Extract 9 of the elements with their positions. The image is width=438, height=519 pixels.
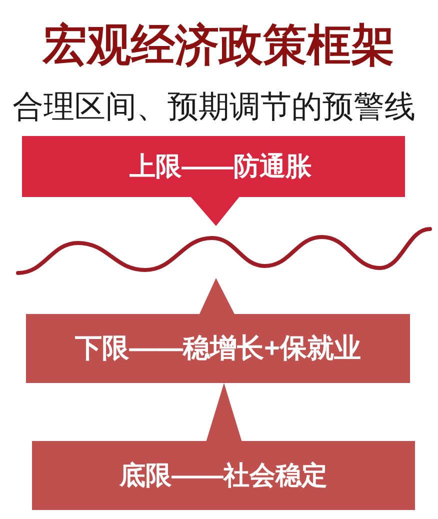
limit-label: 下限——稳增长+保就业 — [75, 332, 361, 365]
pointer-wedge — [199, 278, 235, 315]
limit-label: 上限——防通胀 — [128, 150, 312, 183]
pointer-wedge — [206, 383, 242, 442]
subtitle: 合理区间、预期调节的预警线 — [12, 88, 416, 126]
limit-label: 底限——社会稳定 — [120, 459, 328, 492]
wave-line — [14, 226, 434, 278]
pointer-wedge — [190, 196, 240, 226]
title: 宏观经济政策框架 — [41, 20, 396, 72]
